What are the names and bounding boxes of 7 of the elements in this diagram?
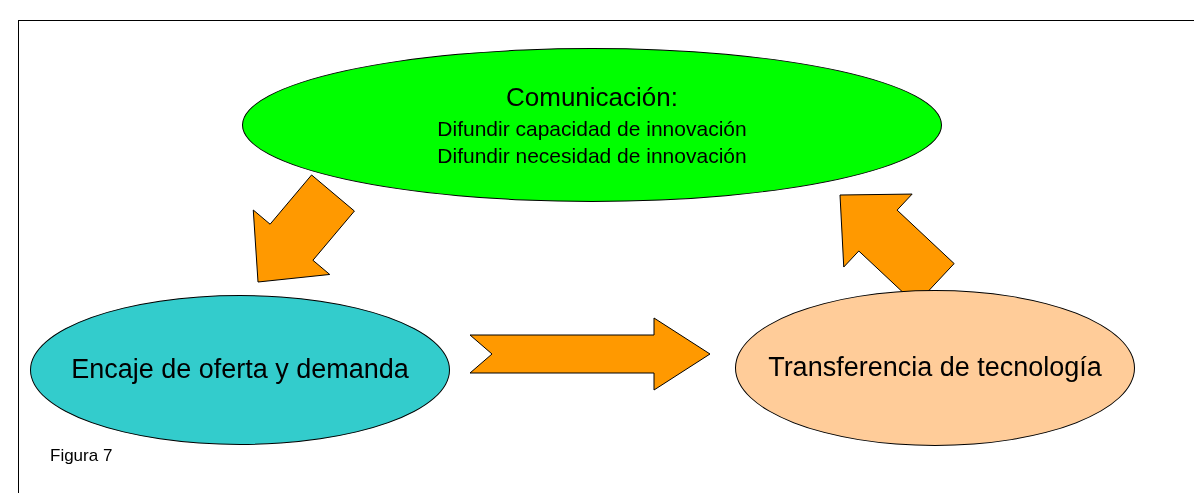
node-heading: Encaje de oferta y demanda [71, 353, 409, 387]
block-arrow [469, 317, 711, 391]
block-arrow [252, 174, 355, 283]
node-heading: Comunicación: [506, 80, 678, 114]
node-text: Difundir capacidad de innovación Difundir necesidad de innovación [436, 115, 748, 169]
node-heading: Transferencia de tecnología [768, 351, 1102, 385]
figure-caption: Figura 7 [50, 446, 113, 466]
